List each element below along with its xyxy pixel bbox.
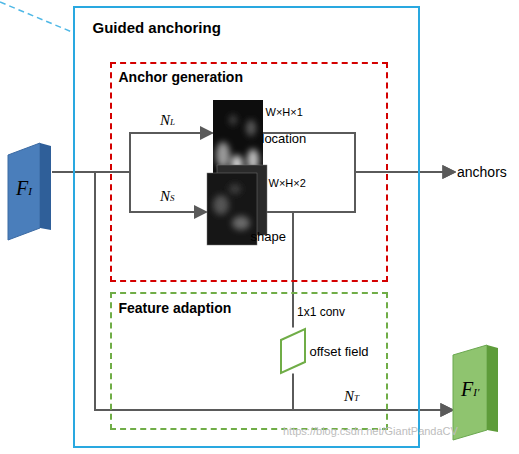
offset-field: offset field	[280, 328, 306, 374]
connector-arrow	[52, 172, 207, 212]
node-label: shape	[251, 230, 286, 244]
location-map: W×H×1location	[213, 100, 263, 175]
leader-line	[0, 2, 72, 32]
offset-field-outline	[280, 328, 306, 374]
node-label: Anchor generation	[119, 70, 243, 85]
node-label: Feature adaption	[119, 301, 232, 316]
connector-arrow	[267, 172, 456, 212]
edge-label: 1x1 conv	[297, 306, 345, 319]
module-box: Guided anchoringAnchor generationW×H×1lo…	[73, 6, 420, 448]
group-box: Feature adaption offset field	[110, 292, 388, 430]
node-label: Guided anchoring	[93, 20, 221, 37]
shape-map: W×H×2shape	[207, 165, 267, 245]
watermark: https://blog.csdn.net/GiantPandaCV	[283, 425, 458, 437]
node-label: anchors	[457, 165, 507, 180]
output-label: anchors	[455, 163, 513, 183]
dimension-label: W×H×1	[266, 106, 303, 118]
location-map-outline	[213, 100, 263, 175]
connector-arrow	[52, 133, 213, 172]
connector-arrow	[293, 374, 453, 411]
node-label: FI	[16, 177, 32, 199]
dimension-label: W×H×2	[269, 177, 306, 189]
feature-map: FI	[8, 143, 52, 241]
edge-label: NS	[160, 188, 175, 205]
node-label: offset field	[310, 345, 369, 359]
node-label: location	[262, 132, 307, 146]
group-box: Anchor generationW×H×1locationW×H×2shape	[110, 62, 388, 282]
edge-label: NT	[344, 388, 359, 405]
node-label: FI′	[461, 378, 479, 400]
edge-label: NL	[160, 112, 175, 129]
feature-map: FI′	[453, 345, 499, 441]
